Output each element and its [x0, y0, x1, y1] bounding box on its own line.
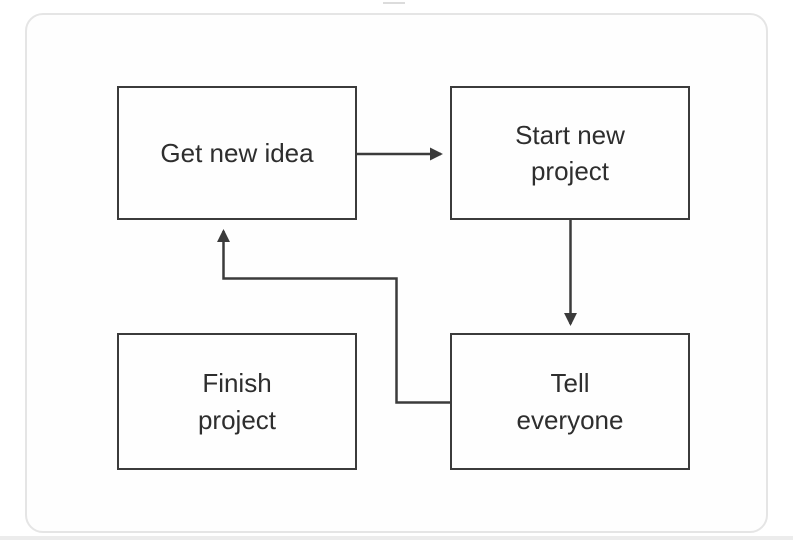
node-start-new-project-label: Start new project	[515, 119, 625, 186]
node-finish-project: Finish project	[117, 333, 357, 470]
node-finish-project-label: Finish project	[197, 368, 277, 435]
node-get-new-idea: Get new idea	[117, 86, 357, 220]
bottom-edge-artifact	[0, 536, 793, 540]
node-tell-everyone: Tell everyone	[450, 333, 690, 470]
node-tell-everyone-label: Tell everyone	[516, 368, 624, 435]
top-edge-artifact	[383, 2, 405, 4]
node-get-new-idea-label: Get new idea	[160, 137, 314, 168]
node-start-new-project: Start new project	[450, 86, 690, 220]
